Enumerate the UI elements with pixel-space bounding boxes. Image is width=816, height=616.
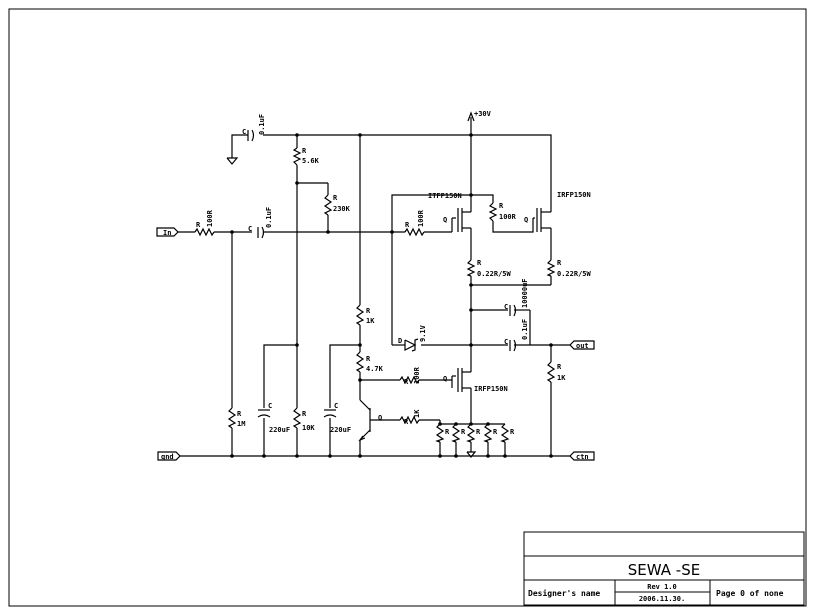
bjt-ref: Q xyxy=(378,414,382,422)
r-em5-ref: R xyxy=(510,428,515,436)
c-out-small-value: 0.1uF xyxy=(521,319,529,340)
title-block-date: 2006.11.30. xyxy=(639,595,685,603)
r-em1-ref: R xyxy=(445,428,450,436)
r-gate2-ref: R xyxy=(499,202,504,210)
r-gate3-value: 100R xyxy=(413,366,421,384)
r-out-value: 1K xyxy=(557,374,566,382)
title-block: SEWA -SE Designer's name Rev 1.0 2006.11… xyxy=(523,531,805,606)
r-em2-ref: R xyxy=(461,428,466,436)
r-10k-ref: R xyxy=(302,410,307,418)
r-47k-value: 4.7K xyxy=(366,365,384,373)
port-in-label: In xyxy=(163,229,171,237)
r-em4-ref: R xyxy=(493,428,498,436)
r-1k-b-value: 1K xyxy=(413,409,421,418)
c-220-a-ref: C xyxy=(268,402,272,410)
r-10k-value: 10K xyxy=(302,424,315,432)
port-gnd: gnd xyxy=(157,451,181,461)
q2-ref: Q xyxy=(524,216,528,224)
title-block-rev: Rev 1.0 xyxy=(647,583,677,591)
port-out-label: out xyxy=(576,342,589,350)
page-border xyxy=(8,8,807,607)
r-bias-mid-value: 230K xyxy=(333,205,351,213)
r-1k-a-ref: R xyxy=(366,307,371,315)
r-bias-top-value: 5.6K xyxy=(302,157,320,165)
q1-name: ITFP150N xyxy=(428,192,462,200)
c-220-b-ref: C xyxy=(334,402,338,410)
r-bias-top-ref: R xyxy=(302,147,307,155)
port-in: In xyxy=(156,227,179,237)
q2-name: IRFP150N xyxy=(557,191,591,199)
port-gnd-label: gnd xyxy=(161,453,174,461)
resistors xyxy=(194,147,556,443)
c-in-ref: C xyxy=(248,225,252,233)
q1-ref: Q xyxy=(443,216,447,224)
r-gate3-ref: R xyxy=(404,378,409,386)
c-220-b-value: 220uF xyxy=(330,426,351,434)
r-1m-value: 1M xyxy=(237,420,245,428)
r-gate1-ref: R xyxy=(405,221,410,229)
r-1k-a-value: 1K xyxy=(366,317,375,325)
q3-ref: Q xyxy=(443,375,447,383)
r-gate1-value: 100R xyxy=(417,209,425,227)
c-out-small-ref: C xyxy=(504,338,508,346)
supply-label: +30V xyxy=(474,110,492,118)
c-in-value: 0.1uF xyxy=(265,207,273,228)
components xyxy=(226,111,542,458)
zener-ref: D xyxy=(398,337,402,345)
q3-name: IRFP150N xyxy=(474,385,508,393)
title-block-page: Page 0 of none xyxy=(716,589,784,598)
port-out: out xyxy=(569,340,595,350)
c-220-a-value: 220uF xyxy=(269,426,290,434)
junctions xyxy=(230,133,553,458)
port-ctn-label: ctn xyxy=(576,453,589,461)
r-in-value: 100R xyxy=(206,209,214,227)
r-bias-mid-ref: R xyxy=(333,194,338,202)
r-in-ref: R xyxy=(196,221,201,229)
r-out-ref: R xyxy=(557,363,562,371)
r-1m-ref: R xyxy=(237,410,242,418)
r-src1-value: 0.22R/5W xyxy=(477,270,512,278)
wires xyxy=(178,117,570,457)
zener-value: 9.1V xyxy=(419,324,427,342)
port-ctn: ctn xyxy=(569,451,595,461)
r-1k-b-ref: R xyxy=(404,418,409,426)
r-gate2-value: 100R xyxy=(499,213,517,221)
r-src2-ref: R xyxy=(557,259,562,267)
c-out-big-ref: C xyxy=(504,303,508,311)
r-src2-value: 0.22R/5W xyxy=(557,270,592,278)
title-block-designer: Designer's name xyxy=(528,588,600,598)
cap-top-ref: C xyxy=(242,128,246,136)
cap-top-value: 0.1uF xyxy=(258,114,266,135)
r-em3-ref: R xyxy=(476,428,481,436)
c-out-big-value: 10000uF xyxy=(521,278,529,308)
r-47k-ref: R xyxy=(366,355,371,363)
r-src1-ref: R xyxy=(477,259,482,267)
title-block-title: SEWA -SE xyxy=(628,561,700,579)
